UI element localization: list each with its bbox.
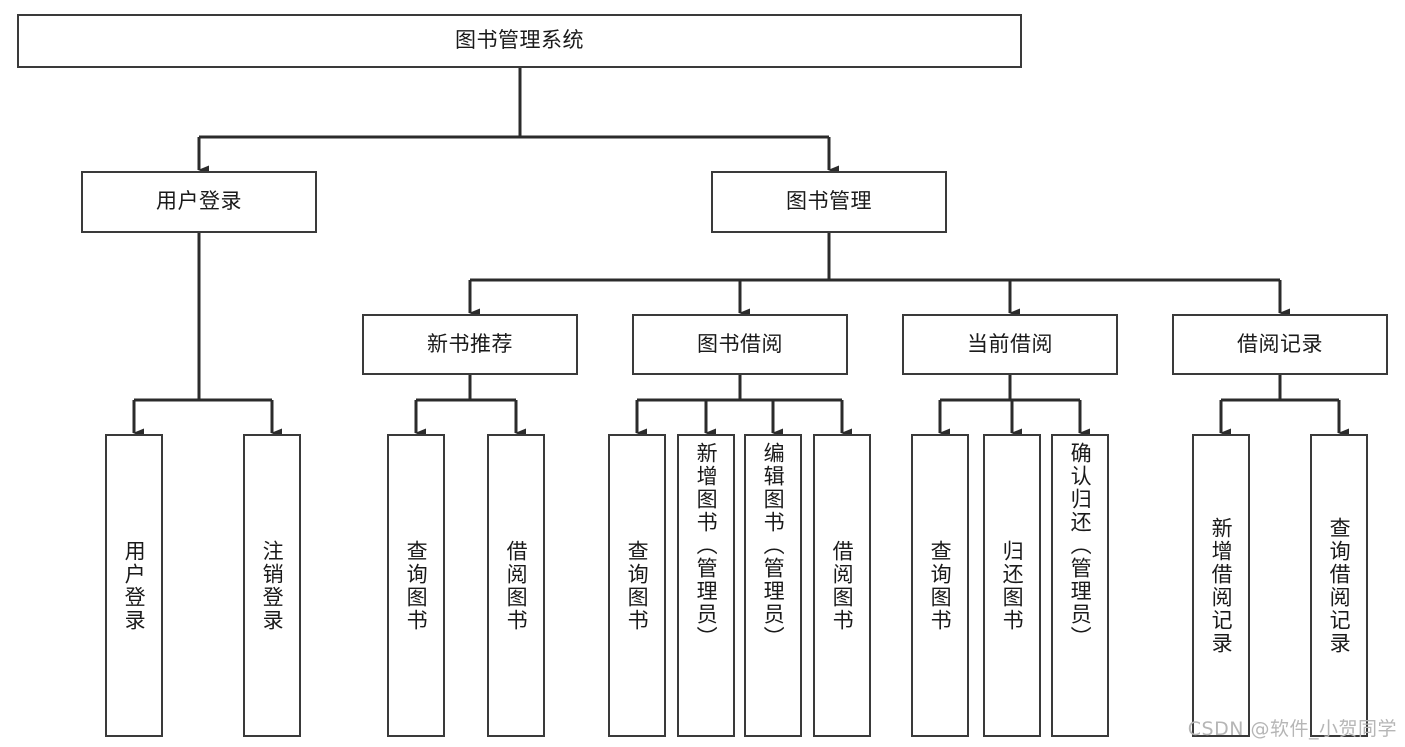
node-label: 新增图书（管理员） (694, 442, 719, 649)
node-label: 归还图书 (1000, 539, 1025, 632)
node-label: 查询图书 (625, 539, 650, 632)
node-label: 确认归还（管理员） (1068, 442, 1093, 649)
node-leaf-edit-book-admin[interactable]: 编辑图书（管理员） (744, 434, 802, 737)
node-leaf-logout-login[interactable]: 注销登录 (243, 434, 301, 737)
node-label: 借阅记录 (1237, 331, 1323, 356)
node-leaf-borrow-book-rec[interactable]: 借阅图书 (487, 434, 545, 737)
node-leaf-query-book-rec[interactable]: 查询图书 (387, 434, 445, 737)
node-label: 借阅图书 (830, 539, 855, 632)
node-root[interactable]: 图书管理系统 (17, 14, 1022, 68)
node-leaf-add-borrow-record[interactable]: 新增借阅记录 (1192, 434, 1250, 737)
node-label: 当前借阅 (967, 331, 1053, 356)
node-borrow-record[interactable]: 借阅记录 (1172, 314, 1388, 375)
node-label: 查询借阅记录 (1327, 516, 1352, 655)
node-user-login[interactable]: 用户登录 (81, 171, 317, 233)
watermark-label: CSDN @软件_小贺同学 (1187, 718, 1397, 740)
node-label: 新书推荐 (427, 331, 513, 356)
node-leaf-user-login[interactable]: 用户登录 (105, 434, 163, 737)
node-current-borrow[interactable]: 当前借阅 (902, 314, 1118, 375)
node-leaf-return-book[interactable]: 归还图书 (983, 434, 1041, 737)
node-label: 借阅图书 (504, 539, 529, 632)
node-label: 图书管理系统 (455, 28, 584, 53)
node-leaf-query-book-current[interactable]: 查询图书 (911, 434, 969, 737)
node-label: 查询图书 (404, 539, 429, 632)
node-label: 查询图书 (928, 539, 953, 632)
node-leaf-confirm-return-admin[interactable]: 确认归还（管理员） (1051, 434, 1109, 737)
node-leaf-query-borrow-record[interactable]: 查询借阅记录 (1310, 434, 1368, 737)
node-label: 新增借阅记录 (1209, 516, 1234, 655)
node-label: 用户登录 (122, 539, 147, 632)
node-label: 图书借阅 (697, 331, 783, 356)
node-label: 编辑图书（管理员） (761, 442, 786, 649)
node-label: 图书管理 (786, 189, 872, 214)
node-leaf-borrow-book[interactable]: 借阅图书 (813, 434, 871, 737)
node-new-book-recommend[interactable]: 新书推荐 (362, 314, 578, 375)
node-leaf-query-book-borrow[interactable]: 查询图书 (608, 434, 666, 737)
node-label: 用户登录 (156, 189, 242, 214)
node-leaf-add-book-admin[interactable]: 新增图书（管理员） (677, 434, 735, 737)
node-label: 注销登录 (260, 539, 285, 632)
node-book-manage[interactable]: 图书管理 (711, 171, 947, 233)
edge-paths (132, 68, 1349, 438)
node-book-borrow[interactable]: 图书借阅 (632, 314, 848, 375)
